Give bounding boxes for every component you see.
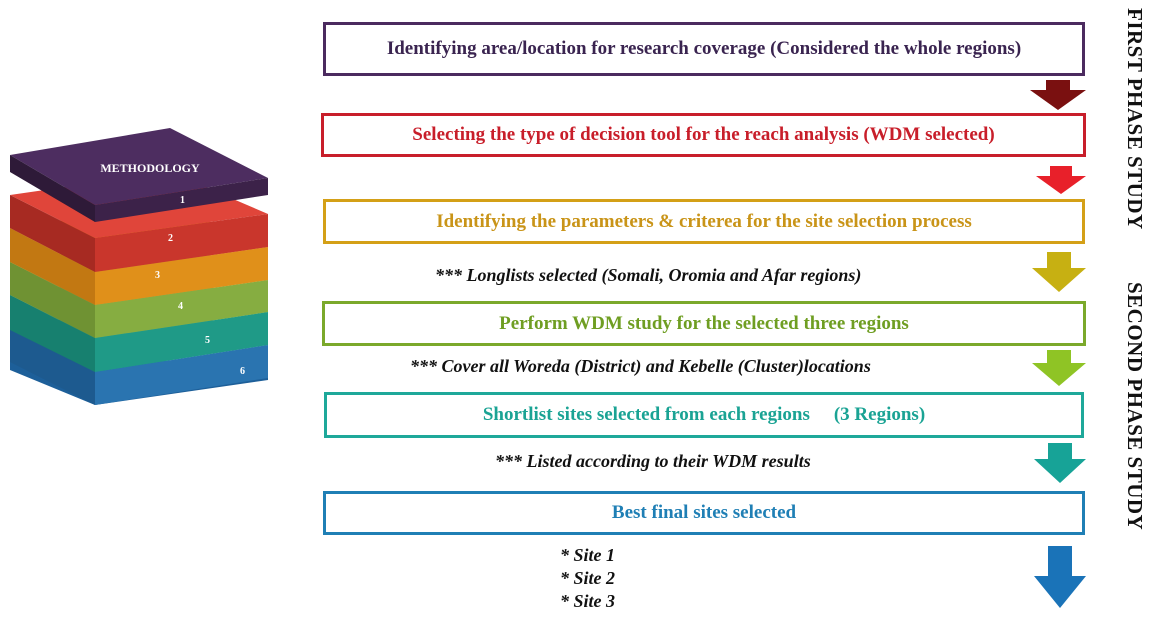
arrow-down-icon-3 bbox=[1032, 252, 1086, 292]
step-2-text: Selecting the type of decision tool for … bbox=[412, 124, 995, 145]
note-listed-results: *** Listed according to their WDM result… bbox=[495, 451, 811, 471]
step-box-5: Shortlist sites selected from each regio… bbox=[324, 392, 1084, 438]
stack-layer-3-label: 3 bbox=[155, 270, 160, 281]
step-3-text: Identifying the parameters & criterea fo… bbox=[436, 210, 972, 232]
second-phase-label: SECOND PHASE STUDY bbox=[1123, 282, 1147, 531]
stack-title: METHODOLOGY bbox=[100, 161, 200, 175]
sites-list: * Site 1 * Site 2 * Site 3 bbox=[560, 544, 660, 613]
step-1-text: Identifying area/location for research c… bbox=[386, 38, 1022, 59]
note-longlists: *** Longlists selected (Somali, Oromia a… bbox=[435, 265, 862, 285]
step-box-6: Best final sites selected bbox=[323, 491, 1085, 535]
step-6-text: Best final sites selected bbox=[611, 502, 797, 523]
site-2: * Site 2 bbox=[560, 568, 616, 588]
stack-layer-4-label: 4 bbox=[178, 301, 183, 312]
arrow-down-icon-5 bbox=[1034, 443, 1086, 483]
step-box-1: Identifying area/location for research c… bbox=[323, 22, 1085, 76]
arrow-down-icon-2 bbox=[1036, 166, 1086, 194]
methodology-stack: METHODOLOGY 1 2 3 4 5 6 bbox=[10, 128, 268, 405]
arrow-down-icon-4 bbox=[1032, 350, 1086, 386]
site-1: * Site 1 bbox=[560, 545, 616, 565]
stack-layer-2-label: 2 bbox=[168, 233, 173, 244]
step-box-3: Identifying the parameters & criterea fo… bbox=[323, 199, 1085, 244]
arrow-down-icon-6 bbox=[1034, 546, 1086, 608]
site-3: * Site 3 bbox=[560, 591, 616, 611]
first-phase-label: FIRST PHASE STUDY bbox=[1123, 8, 1147, 230]
note-cover-locations: *** Cover all Woreda (District) and Kebe… bbox=[410, 356, 871, 376]
step-4-text: Perform WDM study for the selected three… bbox=[499, 312, 909, 334]
arrow-down-icon-1 bbox=[1030, 80, 1086, 110]
step-5-extra: (3 Regions) bbox=[833, 404, 926, 425]
step-box-2: Selecting the type of decision tool for … bbox=[321, 113, 1086, 157]
stack-layer-1 bbox=[10, 128, 268, 222]
step-box-4: Perform WDM study for the selected three… bbox=[322, 301, 1086, 346]
stack-layer-6-label: 6 bbox=[240, 366, 245, 377]
stack-layer-5-label: 5 bbox=[205, 335, 210, 346]
step-5-text: Shortlist sites selected from each regio… bbox=[482, 404, 810, 425]
stack-layer-1-label: 1 bbox=[180, 195, 185, 206]
